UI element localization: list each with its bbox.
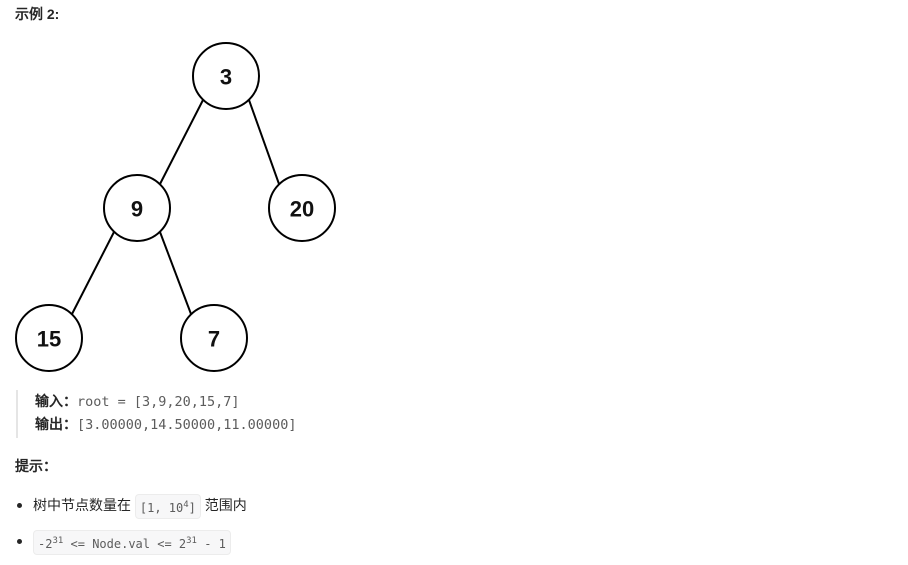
inline-code-constraint: -231 <= Node.val <= 231 - 1 <box>33 529 231 555</box>
tree-edges <box>71 99 280 315</box>
svg-text:15: 15 <box>37 327 61 352</box>
input-label: 输入： <box>35 393 77 409</box>
example-block: 输入：root = [3,9,20,15,7] 输出：[3.00000,14.5… <box>16 390 296 438</box>
binary-tree-diagram: 3 9 20 15 7 <box>15 42 336 372</box>
svg-text:7: 7 <box>208 327 220 352</box>
hint-item-value-range: -231 <= Node.val <= 231 - 1 <box>15 529 247 555</box>
input-line: 输入：root = [3,9,20,15,7] <box>35 390 296 413</box>
input-value: root = [3,9,20,15,7] <box>77 394 240 410</box>
edge-3-20 <box>248 99 280 185</box>
edge-9-15 <box>71 231 115 315</box>
tree-node-9: 9 <box>103 174 171 242</box>
output-label: 输出： <box>35 416 77 432</box>
output-line: 输出：[3.00000,14.50000,11.00000] <box>35 413 296 436</box>
edge-3-9 <box>159 99 204 185</box>
tree-node-7: 7 <box>180 304 248 372</box>
example-heading: 示例 2: <box>15 6 60 22</box>
tree-node-20: 20 <box>268 174 336 242</box>
edge-9-7 <box>159 231 192 315</box>
svg-text:9: 9 <box>131 197 143 222</box>
svg-text:3: 3 <box>220 65 232 90</box>
hint-text: 树中节点数量在 <box>33 497 131 513</box>
tree-node-3: 3 <box>192 42 260 110</box>
hints-list: 树中节点数量在 [1, 104] 范围内 -231 <= Node.val <=… <box>15 493 247 565</box>
svg-text:20: 20 <box>290 197 314 222</box>
hints-title: 提示： <box>15 458 57 474</box>
tree-node-15: 15 <box>15 304 83 372</box>
hint-item-node-count: 树中节点数量在 [1, 104] 范围内 <box>15 493 247 519</box>
inline-code-range: [1, 104] <box>134 493 201 519</box>
output-value: [3.00000,14.50000,11.00000] <box>77 417 297 433</box>
hint-text: 范围内 <box>204 497 247 513</box>
